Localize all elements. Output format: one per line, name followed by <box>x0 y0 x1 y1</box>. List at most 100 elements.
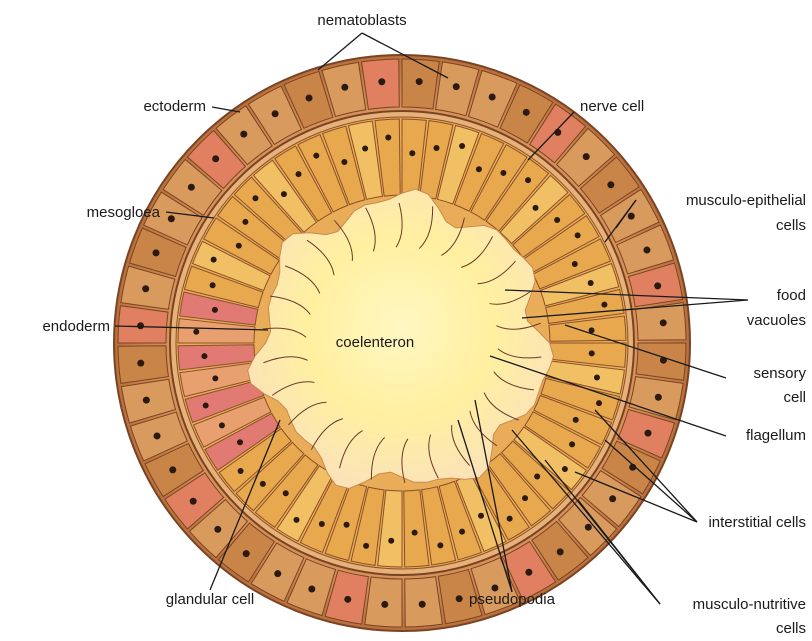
ectoderm-nucleus <box>525 569 532 576</box>
label-endoderm: endoderm <box>42 318 110 335</box>
ectoderm-nucleus <box>137 322 144 329</box>
endoderm-nucleus <box>341 159 347 165</box>
endoderm-nucleus <box>362 145 368 151</box>
endoderm-nucleus <box>238 468 244 474</box>
label-ectoderm: ectoderm <box>143 98 206 115</box>
label-sensory-cell-line1: sensory <box>753 365 806 382</box>
label-mesogloea: mesogloea <box>87 204 161 221</box>
endoderm-nucleus <box>534 474 540 480</box>
label-glandular-cell: glandular cell <box>166 591 254 608</box>
ectoderm-nucleus <box>153 249 160 256</box>
ectoderm-nucleus <box>190 498 197 505</box>
label-musculo-epithelial-line1: musculo-epithelial <box>686 192 806 209</box>
ectoderm-nucleus <box>214 526 221 533</box>
endoderm-nucleus <box>434 145 440 151</box>
endoderm-nucleus <box>594 375 600 381</box>
ectoderm-nucleus <box>523 109 530 116</box>
endoderm-nucleus <box>385 134 391 140</box>
ectoderm-nucleus <box>142 285 149 292</box>
label-nerve-cell: nerve cell <box>580 98 644 115</box>
endoderm-nucleus <box>219 422 225 428</box>
ectoderm-nucleus <box>643 247 650 254</box>
endoderm-nucleus <box>569 441 575 447</box>
endoderm-nucleus <box>296 171 302 177</box>
label-food-vacuoles-line1: food <box>777 287 806 304</box>
endoderm-nucleus <box>572 261 578 267</box>
endoderm-nucleus <box>212 307 218 313</box>
ectoderm-nucleus <box>453 83 460 90</box>
endoderm-nucleus <box>281 191 287 197</box>
endoderm-nucleus <box>533 205 539 211</box>
endoderm-nucleus <box>313 153 319 159</box>
ectoderm-nucleus <box>378 78 385 85</box>
label-sensory-cell-line2: cell <box>783 389 806 406</box>
endoderm-nucleus <box>193 329 199 335</box>
endoderm-nucleus <box>237 439 243 445</box>
ectoderm-nucleus <box>137 360 144 367</box>
ectoderm-nucleus <box>609 495 616 502</box>
ectoderm-nucleus <box>585 524 592 531</box>
ectoderm-nucleus <box>655 394 662 401</box>
ectoderm-nucleus <box>654 282 661 289</box>
ectoderm-nucleus <box>143 397 150 404</box>
endoderm-nucleus <box>409 150 415 156</box>
ectoderm-nucleus <box>274 570 281 577</box>
endoderm-nucleus <box>388 538 394 544</box>
endoderm-nucleus <box>500 170 506 176</box>
label-musculo-nutritive-line1: musculo-nutritive <box>693 596 806 613</box>
endoderm-nucleus <box>562 466 568 472</box>
endoderm-nucleus <box>201 353 207 359</box>
ectoderm-nucleus <box>644 430 651 437</box>
endoderm-nucleus <box>601 302 607 308</box>
ectoderm-nucleus <box>416 78 423 85</box>
endoderm-nucleus <box>210 282 216 288</box>
ectoderm-nucleus <box>272 110 279 117</box>
ectoderm-nucleus <box>308 585 315 592</box>
endoderm-nucleus <box>554 217 560 223</box>
ectoderm-nucleus <box>212 155 219 162</box>
label-pseudopodia: pseudopodia <box>469 591 556 608</box>
ectoderm-nucleus <box>456 595 463 602</box>
endoderm-nucleus <box>522 495 528 501</box>
endoderm-nucleus <box>252 195 258 201</box>
ectoderm-nucleus <box>243 550 250 557</box>
ectoderm-nucleus <box>489 94 496 101</box>
label-interstitial-cells: interstitial cells <box>708 514 806 531</box>
label-musculo-epithelial-line2: cells <box>776 217 806 234</box>
ectoderm-nucleus <box>607 181 614 188</box>
endoderm-nucleus <box>575 232 581 238</box>
ectoderm-nucleus <box>168 215 175 222</box>
label-nematoblasts: nematoblasts <box>317 12 406 29</box>
endoderm-nucleus <box>344 522 350 528</box>
ectoderm-nucleus <box>344 596 351 603</box>
endoderm-nucleus <box>203 402 209 408</box>
endoderm-nucleus <box>573 417 579 423</box>
ectoderm-nucleus <box>628 213 635 220</box>
endoderm-nucleus <box>283 490 289 496</box>
ectoderm-nucleus <box>341 84 348 91</box>
ectoderm-nucleus <box>583 153 590 160</box>
endoderm-nucleus <box>525 177 531 183</box>
ectoderm-nucleus <box>154 432 161 439</box>
endoderm-nucleus <box>260 481 266 487</box>
endoderm-nucleus <box>242 219 248 225</box>
endoderm-nucleus <box>507 516 513 522</box>
ectoderm-nucleus <box>169 466 176 473</box>
ectoderm-nucleus <box>240 131 247 138</box>
endoderm-nucleus <box>236 243 242 249</box>
endoderm-nucleus <box>589 350 595 356</box>
endoderm-nucleus <box>363 543 369 549</box>
ectoderm-nucleus <box>381 601 388 608</box>
endoderm-nucleus <box>437 542 443 548</box>
ectoderm-nucleus <box>419 601 426 608</box>
endoderm-nucleus <box>212 375 218 381</box>
label-flagellum: flagellum <box>746 427 806 444</box>
endoderm-nucleus <box>596 400 602 406</box>
label-food-vacuoles-line2: vacuoles <box>747 312 806 329</box>
endoderm-nucleus <box>459 143 465 149</box>
ectoderm-nucleus <box>660 319 667 326</box>
ectoderm-nucleus <box>306 95 313 102</box>
label-musculo-nutritive-line2: cells <box>776 620 806 637</box>
